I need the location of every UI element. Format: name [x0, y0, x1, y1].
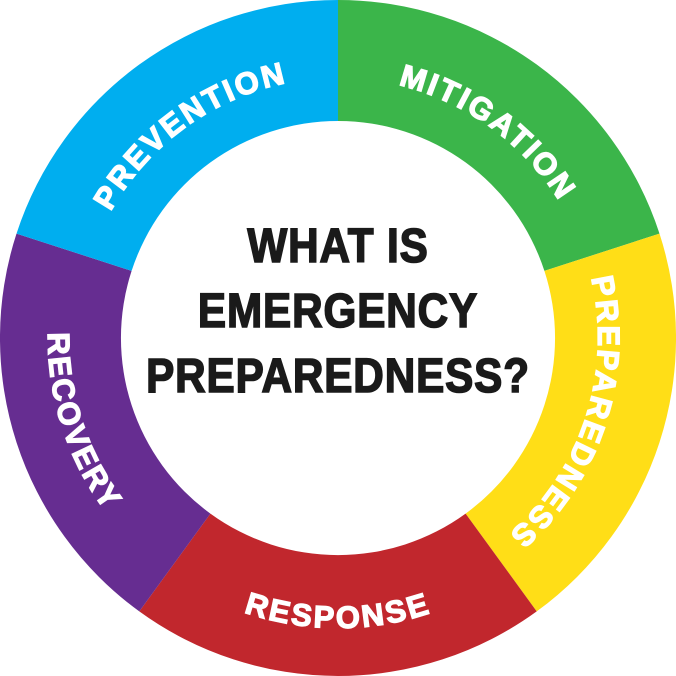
segment-response — [139, 513, 537, 676]
center-title: WHAT IS EMERGENCY PREPAREDNESS? — [41, 214, 636, 409]
segment-preparedness — [465, 233, 676, 612]
segment-mitigation — [338, 0, 660, 271]
title-line-1: WHAT IS — [247, 219, 429, 274]
segment-prevention — [16, 0, 338, 271]
segment-recovery — [0, 233, 211, 612]
segment-label-response: RESPONSE — [241, 586, 434, 636]
title-line-3: PREPAREDNESS? — [145, 349, 530, 404]
response-label-text: RESPONSE — [241, 585, 433, 636]
title-line-2: EMERGENCY — [197, 284, 479, 339]
